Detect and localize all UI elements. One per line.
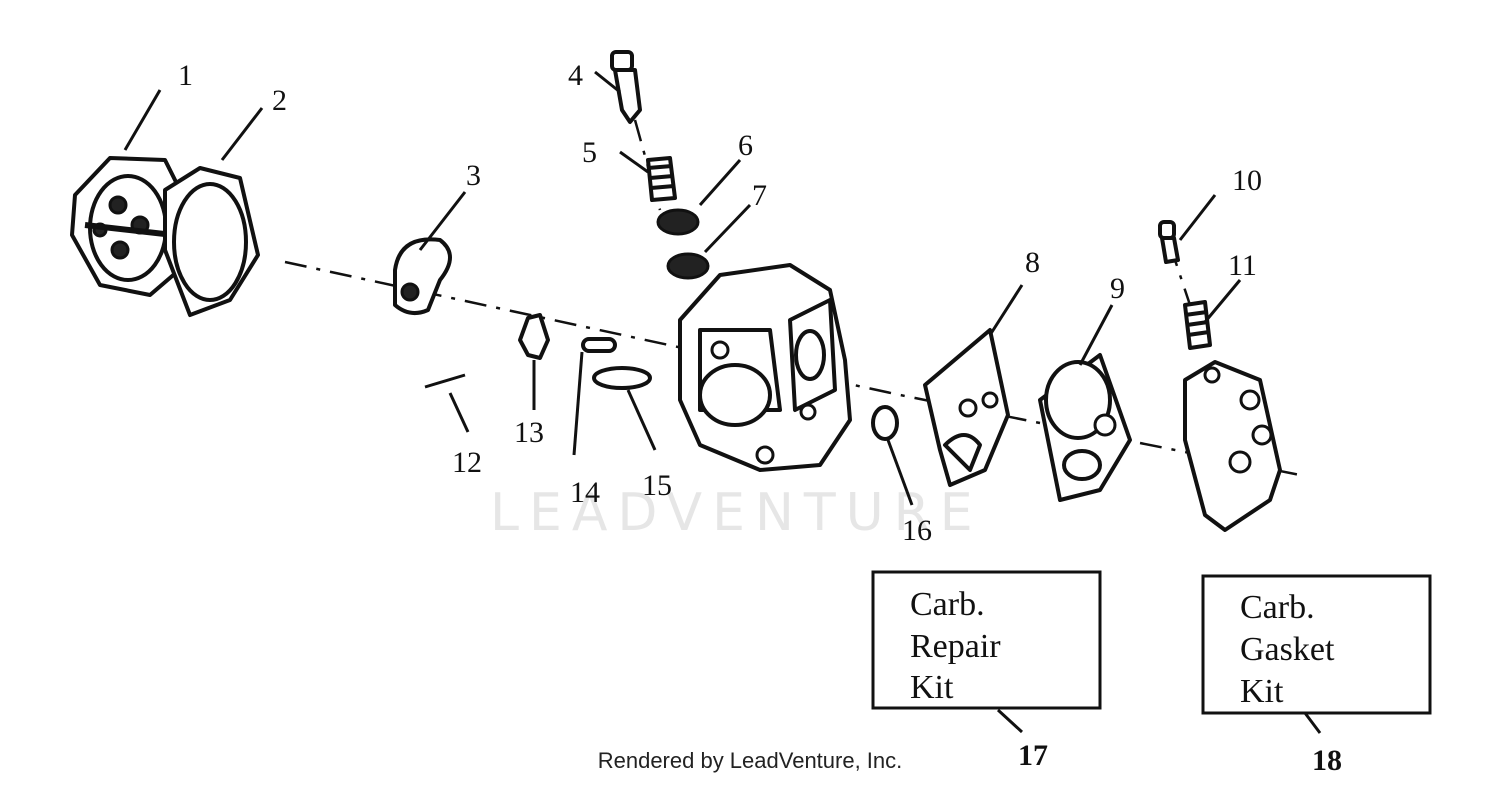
part-3-fitting <box>393 237 452 316</box>
pump-cover <box>1183 360 1282 532</box>
repair-kit-line2: Repair <box>910 628 1001 665</box>
part-4-adjusting-needle <box>610 50 642 124</box>
part-12-pin <box>424 373 466 389</box>
footer-credit: Rendered by LeadVenture, Inc. <box>597 748 903 773</box>
callout-3: 3 <box>466 159 481 192</box>
callout-18: 18 <box>1312 744 1342 777</box>
part-14-lever-pin <box>581 337 617 353</box>
callout-9: 9 <box>1110 272 1125 305</box>
callout-16: 16 <box>902 514 932 547</box>
callout-8: 8 <box>1025 246 1040 279</box>
repair-kit-box: Carb. Repair Kit <box>871 570 1102 710</box>
carburetor-body <box>678 263 852 472</box>
leader-lines <box>123 70 1322 734</box>
part-10-idle-screw <box>1158 220 1180 264</box>
gasket-kit-line2: Gasket <box>1240 631 1335 668</box>
part-15-gasket <box>592 366 652 390</box>
repair-kit-line1: Carb. <box>910 586 985 623</box>
part-16-screen <box>871 405 899 441</box>
callout-15: 15 <box>642 469 672 502</box>
callout-17: 17 <box>1018 739 1048 772</box>
callout-13: 13 <box>514 416 544 449</box>
part-11-spring <box>1183 300 1212 350</box>
part-2-diaphragm <box>163 166 260 317</box>
callout-2: 2 <box>272 84 287 117</box>
repair-kit-line3: Kit <box>910 669 954 706</box>
callout-4: 4 <box>568 59 583 92</box>
callout-5: 5 <box>582 136 597 169</box>
part-6-washer <box>656 208 700 236</box>
gasket-kit-line1: Carb. <box>1240 589 1315 626</box>
part-7-seal <box>666 252 710 280</box>
part-9-diaphragm <box>1038 353 1132 502</box>
callout-6: 6 <box>738 129 753 162</box>
watermark: LEADVENTURE <box>490 483 983 543</box>
callout-1: 1 <box>178 59 193 92</box>
callout-14: 14 <box>570 476 600 509</box>
callout-12: 12 <box>452 446 482 479</box>
callout-11: 11 <box>1228 249 1257 282</box>
part-5-spring <box>646 156 677 202</box>
gasket-kit-box: Carb. Gasket Kit <box>1201 574 1432 715</box>
part-13-inlet-needle <box>518 313 550 360</box>
gasket-kit-line3: Kit <box>1240 673 1284 710</box>
callout-7: 7 <box>752 179 767 212</box>
part-8-gasket <box>923 328 1010 487</box>
callout-10: 10 <box>1232 164 1262 197</box>
